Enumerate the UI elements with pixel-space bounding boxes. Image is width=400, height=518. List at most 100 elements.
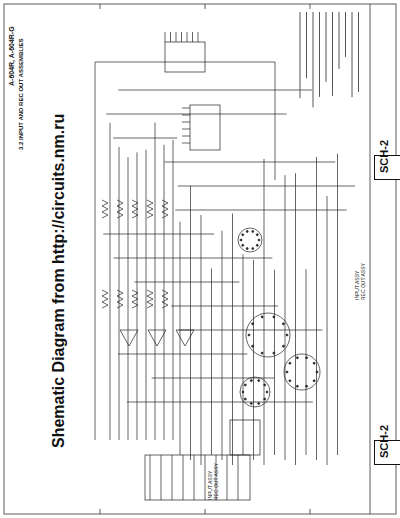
switch-contact <box>246 248 248 250</box>
note-line <box>306 12 307 78</box>
connector-pin <box>182 143 190 144</box>
switch-contact <box>316 371 318 373</box>
switch-contact <box>252 230 254 232</box>
wire <box>103 234 214 235</box>
switch-contact <box>242 234 244 236</box>
wire <box>114 258 273 259</box>
watermark: Shematic Diagram from http://circuits.nm… <box>50 114 68 448</box>
switch-contact <box>256 234 258 236</box>
wire <box>179 330 323 331</box>
wire <box>201 215 202 465</box>
switch-contact <box>273 316 275 318</box>
wire <box>128 157 129 440</box>
opamp-symbol <box>148 330 166 346</box>
switch-contact <box>313 380 315 382</box>
wire <box>327 196 328 465</box>
rotary-switch <box>238 228 262 252</box>
wire <box>243 254 244 455</box>
note-line <box>352 12 353 97</box>
connector-pin <box>172 455 173 500</box>
switch-contact <box>248 334 250 336</box>
wire <box>95 62 96 440</box>
connector-pin <box>161 455 162 500</box>
opamp-symbol <box>120 330 138 346</box>
switch-contact <box>258 402 260 404</box>
wire <box>232 214 233 465</box>
switch-contact <box>252 323 254 325</box>
wire <box>190 186 191 460</box>
connector <box>190 105 220 150</box>
rotary-switch <box>284 354 320 390</box>
switch-contact <box>306 385 308 387</box>
wire <box>164 145 165 440</box>
connector-pin <box>150 455 151 500</box>
connector-pin <box>192 32 193 42</box>
note-line <box>313 12 314 107</box>
switch-contact <box>258 380 260 382</box>
rotary-switch <box>246 313 290 357</box>
switch-contact <box>282 323 284 325</box>
connector-pin <box>182 129 190 130</box>
switch-contact <box>261 316 263 318</box>
connector-pin <box>182 122 190 123</box>
sheet-label-box: SCH-2 <box>374 155 400 180</box>
wire <box>134 282 239 283</box>
switch-contact <box>273 352 275 354</box>
switch-contact <box>244 398 246 400</box>
sheet-label: SCH-2 <box>378 447 390 458</box>
label: REC OUT ASSY <box>361 263 367 300</box>
connector-pin <box>227 455 228 500</box>
wire <box>118 354 247 355</box>
connector <box>145 455 250 500</box>
connector-pin <box>165 32 166 42</box>
rotary-switch <box>240 377 270 407</box>
wire <box>119 147 120 440</box>
wire <box>274 270 275 455</box>
notes <box>300 12 359 107</box>
connector-pin <box>170 32 171 42</box>
connector-pin <box>182 136 190 137</box>
wire <box>164 162 335 163</box>
note-line <box>326 12 327 82</box>
wire <box>146 150 147 440</box>
border-line <box>370 4 371 514</box>
wire <box>110 123 111 440</box>
switch-contact <box>282 345 284 347</box>
wire <box>137 152 138 440</box>
switch-contact <box>264 384 266 386</box>
wire <box>222 231 223 460</box>
wire <box>306 269 307 455</box>
connector <box>165 42 205 72</box>
connector-pin <box>187 32 188 42</box>
wire <box>173 140 174 440</box>
switch-contact <box>296 385 298 387</box>
resistor-symbol <box>117 200 123 218</box>
switch-contact <box>256 244 258 246</box>
switch-contact <box>258 239 260 241</box>
switch-contact <box>306 357 308 359</box>
switch-contact <box>289 380 291 382</box>
note-line <box>300 12 301 98</box>
connector-pin <box>238 455 239 500</box>
wire <box>285 175 286 460</box>
note-line <box>358 12 359 92</box>
wire <box>295 173 296 465</box>
connector-pin <box>205 455 206 500</box>
resistor-symbol <box>162 200 168 218</box>
note-line <box>332 12 333 96</box>
connector-pin <box>182 108 190 109</box>
frame <box>4 4 396 514</box>
switch-contact <box>242 244 244 246</box>
connector-pin <box>198 32 199 42</box>
switch-contact <box>266 391 268 393</box>
switch-contact <box>286 334 288 336</box>
connector-pin <box>181 32 182 42</box>
wire <box>337 154 338 455</box>
note-line <box>339 12 340 69</box>
grid-tick <box>100 509 101 514</box>
wire <box>264 159 265 465</box>
wire <box>155 123 156 440</box>
wire <box>171 306 278 307</box>
connector-pin <box>194 455 195 500</box>
